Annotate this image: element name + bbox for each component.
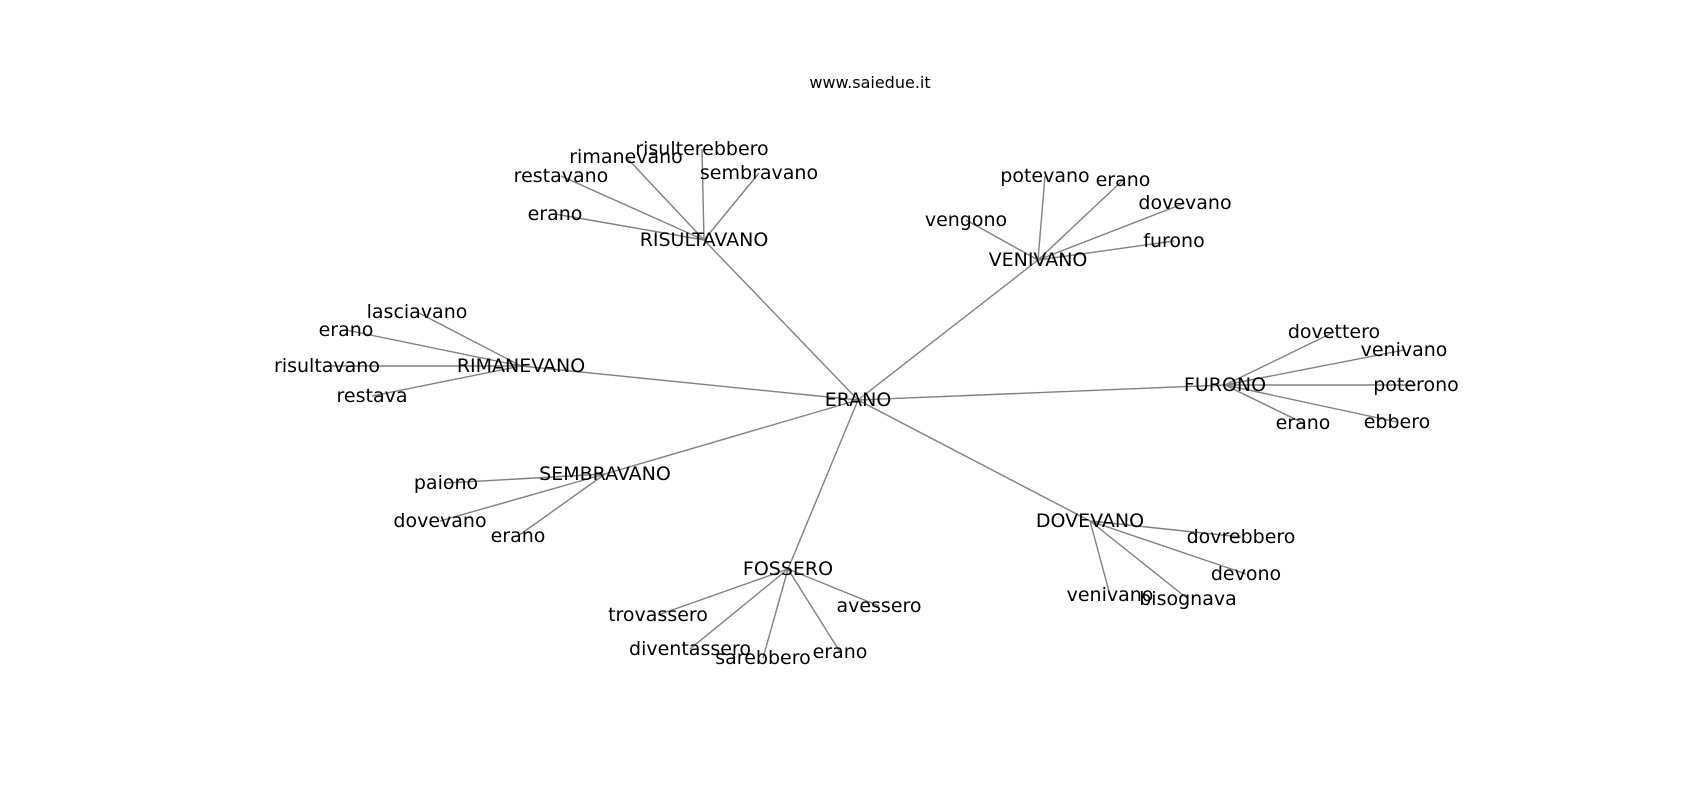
edge-risultavano-4 [554, 213, 705, 241]
node-center: ERANO [825, 389, 892, 411]
node-leaf-risultavano-3: sembravano [700, 162, 818, 184]
node-leaf-risultavano-0: risulterebbero [635, 138, 768, 160]
graph-edges [327, 148, 1416, 659]
node-leaf-dovevano-0: dovrebbero [1187, 526, 1296, 548]
node-leaf-dovevano-1: devono [1211, 563, 1281, 585]
node-leaf-furono-2: poterono [1373, 374, 1459, 396]
edge-furono-0 [1224, 331, 1335, 386]
node-hub-venivano: VENIVANO [989, 249, 1088, 271]
node-leaf-furono-0: dovettero [1288, 321, 1380, 343]
edge-dovevano-0 [1089, 520, 1242, 538]
edge-risultavano-2 [560, 175, 705, 241]
node-leaf-fossero-4: erano [813, 641, 868, 663]
edge-fossero-1 [657, 568, 789, 616]
edge-risultavano-3 [703, 172, 760, 241]
node-hub-sembravano: SEMBRAVANO [539, 463, 671, 485]
edge-furono-3 [1224, 384, 1304, 424]
edge-furono-1 [1224, 349, 1405, 386]
edge-venivano-0 [1037, 175, 1046, 261]
edge-fossero-3 [762, 568, 789, 659]
edge-center-sembravano [604, 399, 859, 475]
node-leaf-furono-1: venivano [1361, 339, 1448, 361]
node-hub-fossero: FOSSERO [743, 558, 833, 580]
edge-center-rimanevano [520, 365, 859, 401]
edge-venivano-2 [1037, 202, 1186, 261]
graph-title: www.saiedue.it [809, 73, 930, 92]
edge-fossero-2 [689, 568, 789, 650]
node-leaf-rimanevano-0: lasciavano [367, 301, 468, 323]
edge-fossero-0 [787, 568, 880, 607]
node-leaf-venivano-2: dovevano [1138, 192, 1231, 214]
node-leaf-rimanevano-1: erano [319, 319, 374, 341]
node-hub-risultavano: RISULTAVANO [640, 229, 769, 251]
edge-fossero-4 [787, 568, 841, 653]
node-leaf-sembravano-2: erano [491, 525, 546, 547]
edge-furono-4 [1224, 384, 1398, 423]
node-leaf-risultavano-1: rimanevano [569, 146, 683, 168]
edge-dovevano-1 [1089, 520, 1247, 575]
edge-dovevano-2 [1089, 520, 1111, 596]
node-leaf-rimanevano-3: restava [337, 385, 408, 407]
edge-venivano-1 [1037, 179, 1124, 261]
node-leaf-venivano-1: erano [1096, 169, 1151, 191]
graph-labels: ERANO RISULTAVANO risulterebberorimanevano… [274, 138, 1459, 669]
node-leaf-furono-3: erano [1276, 412, 1331, 434]
edge-center-dovevano [857, 399, 1091, 522]
edge-risultavano-1 [625, 156, 705, 241]
edge-center-furono [857, 384, 1226, 401]
edge-risultavano-0 [701, 148, 705, 241]
node-leaf-fossero-0: avessero [836, 595, 921, 617]
edge-sembravano-2 [517, 473, 606, 537]
node-hub-dovevano: DOVEVANO [1036, 510, 1144, 532]
edge-sembravano-1 [439, 473, 606, 522]
node-leaf-sembravano-0: paiono [414, 472, 478, 494]
edge-rimanevano-3 [371, 365, 522, 397]
edge-venivano-3 [965, 219, 1039, 261]
node-leaf-venivano-0: potevano [1000, 165, 1089, 187]
node-leaf-dovevano-3: bisognava [1139, 588, 1237, 610]
node-hub-rimanevano: RIMANEVANO [457, 355, 585, 377]
node-leaf-fossero-2: diventassero [629, 638, 751, 660]
edge-venivano-4 [1037, 240, 1175, 261]
node-leaf-fossero-3: sarebbero [715, 647, 810, 669]
edge-rimanevano-0 [416, 311, 522, 367]
node-leaf-venivano-3: vengono [925, 209, 1007, 231]
edge-rimanevano-1 [345, 329, 522, 367]
edge-center-venivano [857, 259, 1039, 401]
node-leaf-risultavano-4: erano [528, 203, 583, 225]
node-leaf-rimanevano-2: risultavano [274, 355, 380, 377]
node-leaf-venivano-4: furono [1143, 230, 1204, 252]
edge-center-fossero [787, 399, 859, 570]
node-leaf-fossero-1: trovassero [608, 604, 708, 626]
node-hub-furono: FURONO [1184, 374, 1266, 396]
node-leaf-dovevano-2: venivano [1067, 584, 1154, 606]
edge-center-risultavano [703, 239, 859, 401]
node-leaf-furono-4: ebbero [1364, 411, 1431, 433]
edge-dovevano-3 [1089, 520, 1189, 600]
node-leaf-sembravano-1: dovevano [393, 510, 486, 532]
node-leaf-risultavano-2: restavano [514, 165, 609, 187]
edge-sembravano-0 [445, 473, 606, 484]
